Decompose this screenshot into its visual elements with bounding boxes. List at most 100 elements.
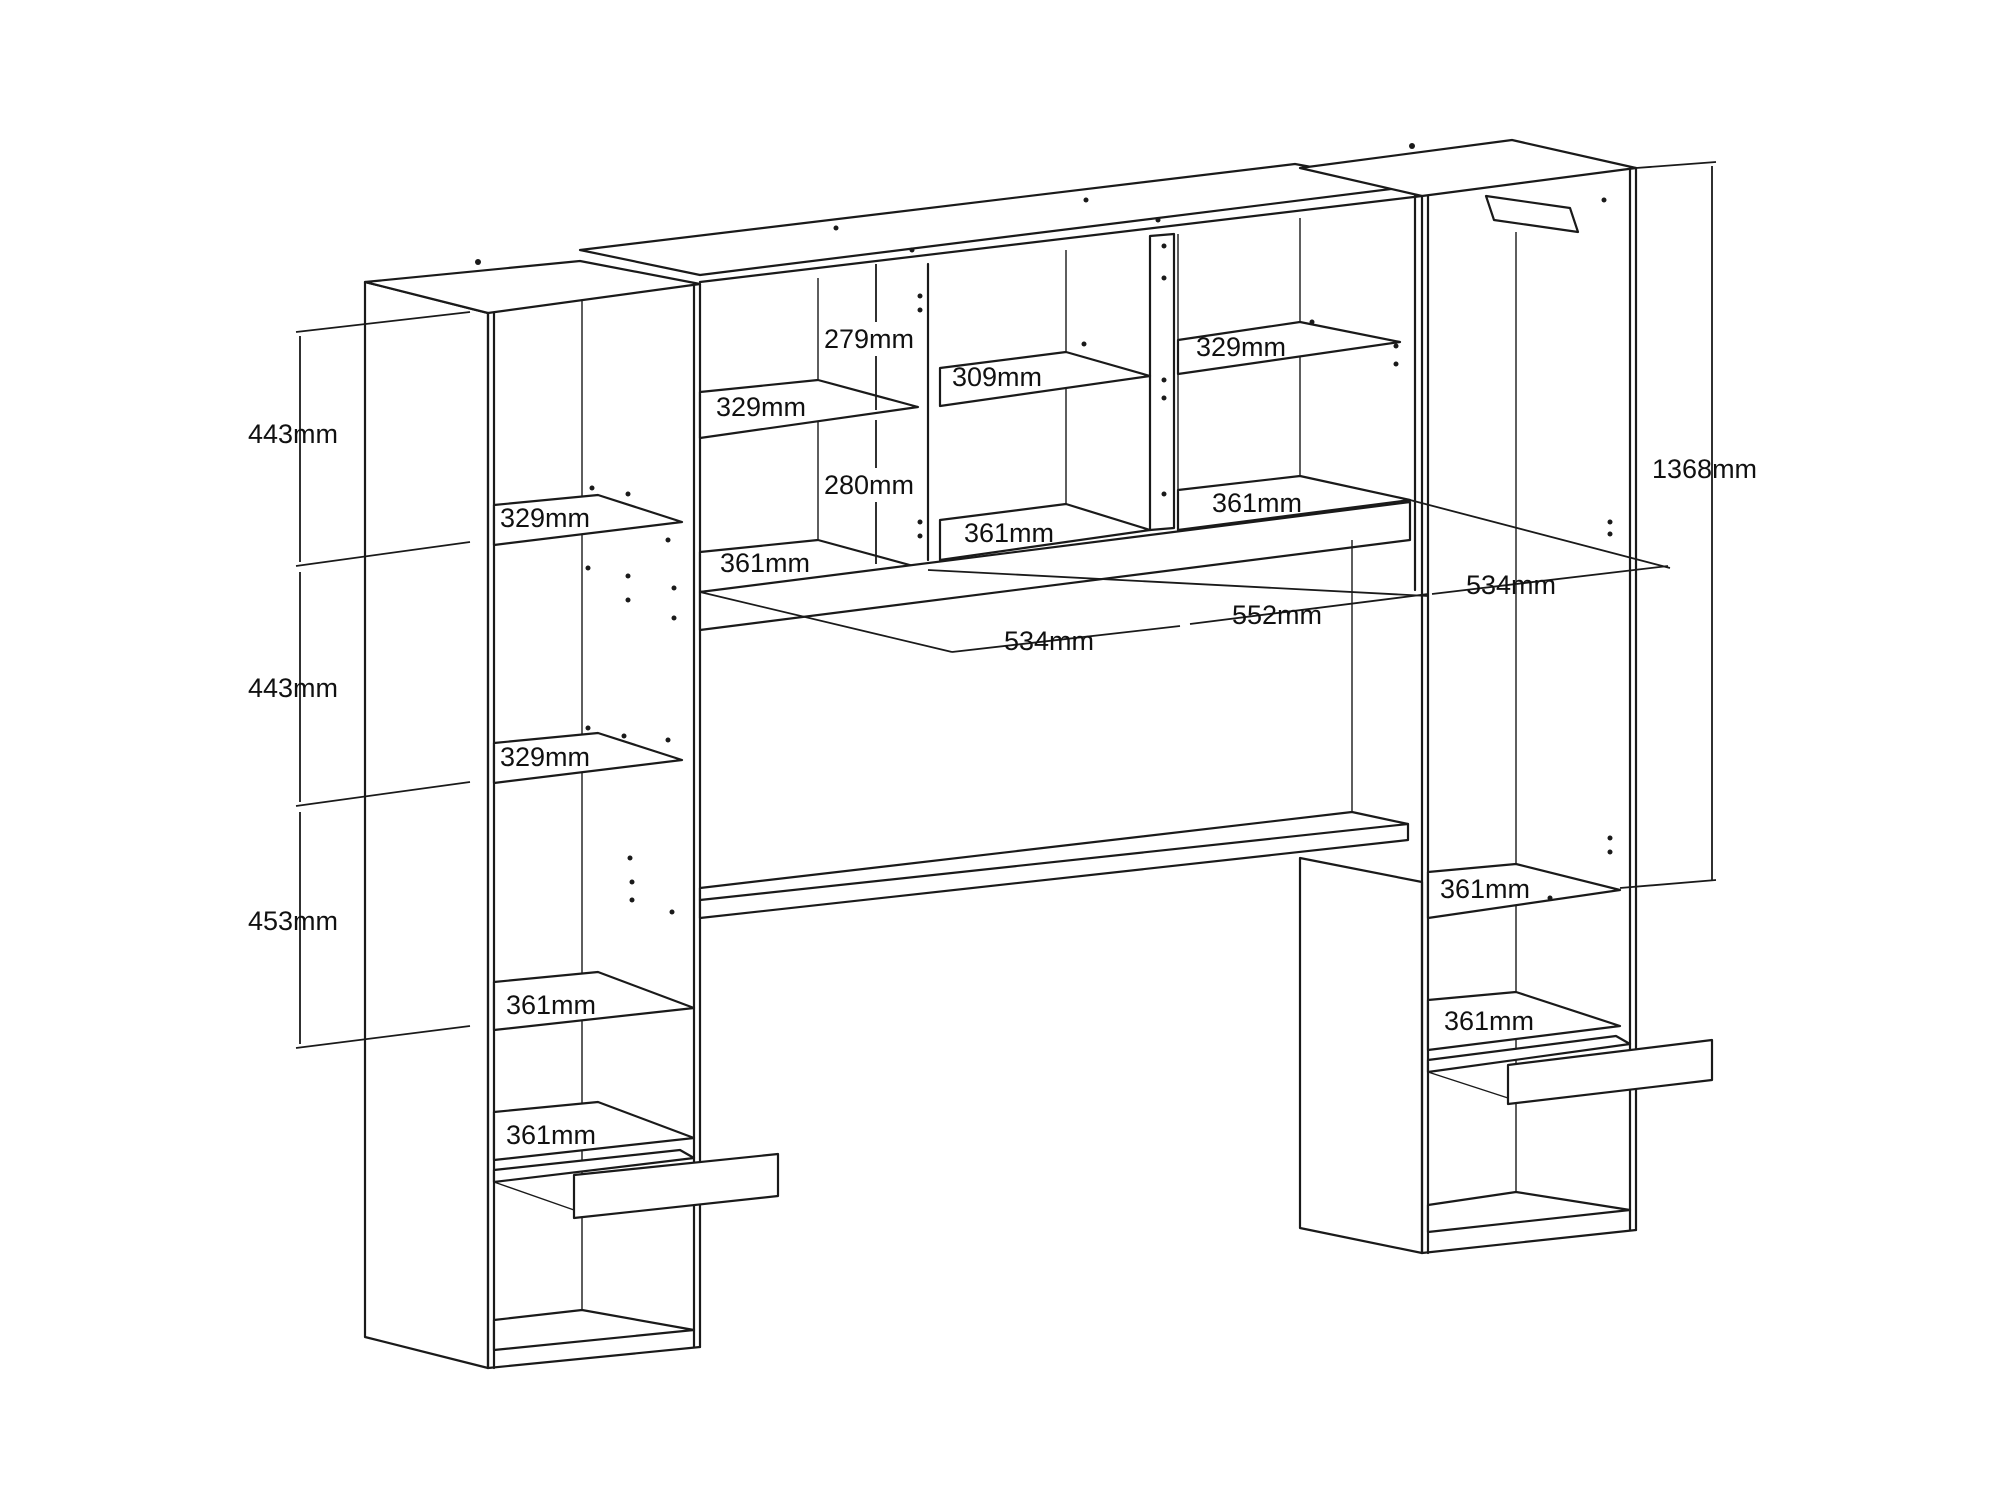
dim-bridge-left-width bbox=[699, 591, 953, 653]
hole bbox=[909, 247, 915, 253]
hole bbox=[1161, 377, 1167, 383]
left-tower bbox=[363, 259, 780, 1370]
dim-extension-top bbox=[295, 311, 471, 333]
hole bbox=[665, 737, 671, 743]
hole bbox=[1155, 217, 1161, 223]
left-tower-side-panel bbox=[363, 280, 490, 1370]
hole bbox=[585, 725, 591, 731]
label-bridge-mid-bottom: 361mm bbox=[964, 518, 1054, 548]
bridge-shelf-right-top bbox=[1176, 320, 1402, 376]
hole bbox=[629, 879, 635, 885]
left-drawer-body bbox=[492, 1148, 696, 1184]
hole bbox=[1161, 243, 1167, 249]
dim-extension-3 bbox=[295, 1025, 471, 1049]
hole bbox=[1409, 143, 1415, 149]
label-bg bbox=[822, 322, 926, 356]
hole bbox=[589, 485, 595, 491]
dim-extension-1 bbox=[295, 541, 471, 567]
label-bridge-left-bottom: 361mm bbox=[720, 548, 810, 578]
hole bbox=[475, 259, 481, 265]
label-bg bbox=[822, 468, 926, 502]
right-shelf-1 bbox=[1426, 862, 1622, 920]
right-tower-base bbox=[1420, 1228, 1638, 1255]
hole bbox=[1393, 343, 1399, 349]
right-tower-side-panel bbox=[1298, 856, 1424, 1255]
dim-extension-right-bottom bbox=[1619, 879, 1717, 889]
hole bbox=[1601, 197, 1607, 203]
left-shelf-4 bbox=[492, 1100, 696, 1162]
label-left-section-1: 443mm bbox=[248, 419, 338, 449]
hole bbox=[671, 585, 677, 591]
hole bbox=[1081, 341, 1087, 347]
bridge-shelf-mid-top bbox=[938, 350, 1152, 408]
label-bridge-right-top: 329mm bbox=[1196, 332, 1286, 362]
left-shelf-2 bbox=[492, 731, 684, 785]
hole bbox=[1607, 519, 1613, 525]
hole bbox=[1393, 361, 1399, 367]
bridge-back-edge-top bbox=[698, 194, 1424, 284]
label-bridge-middle-width: 552mm bbox=[1232, 600, 1322, 630]
label-left-section-2: 443mm bbox=[248, 673, 338, 703]
hole bbox=[621, 733, 627, 739]
bridge-top bbox=[578, 162, 1417, 277]
right-tower bbox=[1298, 138, 1714, 1255]
hole bbox=[1309, 319, 1315, 325]
right-drawer-front[interactable] bbox=[1506, 1038, 1714, 1106]
left-drawer-front[interactable] bbox=[572, 1152, 780, 1220]
bridge-back-line bbox=[699, 185, 1416, 276]
left-shelf-1 bbox=[492, 493, 684, 547]
label-right-tower-shelf-2: 361mm bbox=[1444, 1006, 1534, 1036]
label-bridge-left-width: 534mm bbox=[1004, 626, 1094, 656]
label-left-tower-shelf-4: 361mm bbox=[506, 1120, 596, 1150]
bridge-center-post bbox=[1148, 232, 1176, 532]
left-tower-bottom bbox=[492, 1308, 696, 1352]
hole bbox=[1083, 197, 1089, 203]
hole bbox=[585, 565, 591, 571]
left-tower-base bbox=[486, 1345, 702, 1370]
desk-board bbox=[698, 810, 1410, 920]
hole bbox=[671, 615, 677, 621]
bridge-shelf-mid-bottom bbox=[938, 502, 1152, 562]
hole bbox=[1607, 849, 1613, 855]
dim-extension-right-top bbox=[1635, 161, 1717, 169]
label-bridge-right-bottom: 361mm bbox=[1212, 488, 1302, 518]
label-bridge-mid-top: 309mm bbox=[952, 362, 1042, 392]
left-drawer-rail bbox=[493, 1181, 575, 1211]
label-total-height: 1368mm bbox=[1652, 454, 1757, 484]
right-shelf-2 bbox=[1426, 990, 1622, 1052]
hole bbox=[627, 855, 633, 861]
right-drawer-rail bbox=[1427, 1071, 1509, 1099]
dim-bridge-right-diag bbox=[1409, 499, 1671, 569]
bridge-shelf-left-top bbox=[698, 378, 920, 440]
hole bbox=[833, 225, 839, 231]
dim-bridge-right-width bbox=[1431, 565, 1669, 595]
hole bbox=[1607, 835, 1613, 841]
desk-board-front bbox=[698, 822, 1410, 902]
hanging-rail bbox=[1484, 194, 1580, 234]
label-bridge-left-top: 329mm bbox=[716, 392, 806, 422]
left-shelf-3 bbox=[492, 970, 696, 1032]
hole bbox=[625, 597, 631, 603]
label-bridge-right-width: 534mm bbox=[1466, 570, 1556, 600]
hanging-rail-edge bbox=[1493, 219, 1579, 233]
dim-bridge-middle-width bbox=[1189, 593, 1429, 625]
hole bbox=[665, 537, 671, 543]
bridge-unit bbox=[578, 143, 1424, 920]
label-right-tower-shelf-1: 361mm bbox=[1440, 874, 1530, 904]
hole bbox=[917, 293, 923, 299]
hole bbox=[917, 307, 923, 313]
hole bbox=[1161, 395, 1167, 401]
hole bbox=[669, 909, 675, 915]
hole bbox=[629, 897, 635, 903]
bridge-front-board bbox=[698, 500, 1412, 632]
label-middle-shelf-gap: 280mm bbox=[824, 470, 914, 500]
label-upper-shelf-gap: 279mm bbox=[824, 324, 914, 354]
label-left-tower-shelf-2: 329mm bbox=[500, 742, 590, 772]
hole bbox=[1547, 895, 1553, 901]
label-left-section-3: 453mm bbox=[248, 906, 338, 936]
hole bbox=[625, 491, 631, 497]
label-left-tower-shelf-1: 329mm bbox=[500, 503, 590, 533]
hole bbox=[1607, 531, 1613, 537]
